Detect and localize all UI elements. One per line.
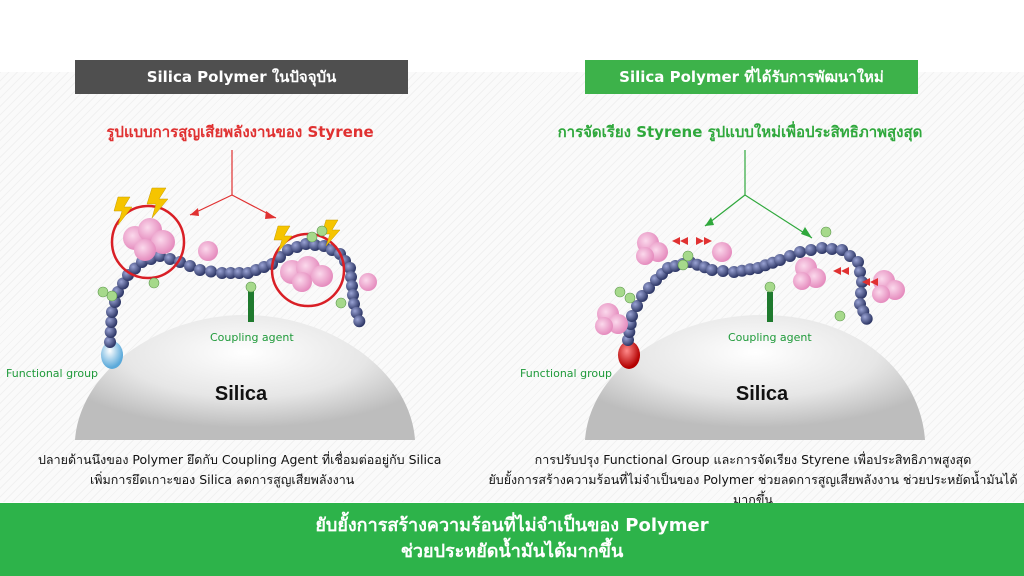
silica-label-right: Silica [736, 383, 789, 405]
new-polymer-header: Silica Polymer ที่ได้รับการพัฒนาใหม่ [585, 60, 918, 94]
polymer-bead [353, 315, 366, 328]
polymer-bead [216, 267, 228, 279]
energy-loss-circle-left [110, 204, 186, 280]
polymer-bead [774, 254, 786, 266]
polymer-bead [717, 265, 729, 277]
polymer-bead [643, 282, 655, 294]
styrene-unit-right-3 [712, 242, 732, 262]
polymer-bead [224, 267, 237, 279]
polymer-bead [805, 244, 817, 256]
polymer-bead [104, 326, 117, 338]
side-groups-right [614, 226, 846, 322]
styrene-cluster-right-5 [872, 270, 905, 303]
coupling-agent-label-right: Coupling agent [728, 331, 812, 344]
polymer-bead [826, 243, 838, 255]
polymer-bead [205, 265, 217, 278]
benefit-banner: ยับยั้งการสร้างความร้อนที่ไม่จำเป็นของ P… [0, 503, 1024, 576]
description-line: การปรับปรุง Functional Group และการจัดเร… [534, 452, 972, 467]
polymer-bead [194, 264, 206, 276]
energy-loss-subtitle: รูปแบบการสูญเสียพลังงานของ Styrene [106, 123, 374, 141]
polymer-bead [860, 312, 873, 325]
repel-arrows-right [672, 237, 878, 286]
lightning-icon [113, 187, 341, 253]
styrene-cluster-right-2 [595, 303, 628, 335]
new-polymer-description: การปรับปรุง Functional Group และการจัดเร… [482, 450, 1024, 510]
functional-group-label-left: Functional group [6, 367, 98, 380]
arrangement-indicator-lines-right [704, 150, 813, 239]
banner-line: ช่วยประหยัดน้ำมันได้มากขึ้น [400, 541, 624, 562]
polymer-bead [816, 242, 828, 254]
polymer-bead [636, 290, 648, 302]
coupling-agent-stem-right [767, 292, 773, 322]
coupling-agent-stem-left [248, 290, 254, 322]
polymer-bead [631, 300, 643, 312]
loss-indicator-lines-left [189, 150, 277, 219]
polymer-bead [104, 336, 116, 348]
current-polymer-description: ปลายด้านนึงของ Polymer ยึดกับ Coupling A… [38, 450, 441, 490]
polymer-bead [345, 271, 357, 283]
current-polymer-header: Silica Polymer ในปัจจุบัน [75, 60, 408, 94]
coupling-agent-label-left: Coupling agent [210, 331, 294, 344]
polymer-bead [344, 262, 356, 274]
description-line: เพิ่มการยึดเกาะของ Silica ลดการสูญเสียพล… [90, 472, 355, 487]
styrene-cluster-right-1 [636, 232, 668, 265]
side-groups-left [97, 225, 347, 309]
functional-group-right [618, 341, 640, 369]
polymer-bead [794, 246, 806, 258]
styrene-unit-left-2 [198, 241, 218, 261]
silica-sphere-right [585, 315, 925, 440]
silica-sphere-left [75, 315, 415, 440]
silica-label-left: Silica [215, 383, 268, 405]
styrene-cluster-right-4 [793, 257, 826, 290]
polymer-bead [852, 256, 864, 268]
styrene-unit-left-4 [359, 273, 377, 291]
polymer-bead [346, 280, 358, 292]
functional-group-label-right: Functional group [520, 367, 612, 380]
styrene-cluster-left-1 [123, 218, 175, 261]
new-arrangement-subtitle: การจัดเรียง Styrene รูปแบบใหม่เพื่อประสิ… [557, 123, 923, 141]
polymer-chain-right [622, 242, 873, 346]
polymer-bead [106, 306, 118, 318]
polymer-bead [626, 310, 638, 322]
polymer-bead [347, 289, 359, 301]
polymer-bead [854, 266, 866, 278]
polymer-bead [184, 260, 196, 272]
functional-group-left [101, 341, 123, 369]
styrene-cluster-left-3 [280, 256, 333, 292]
polymer-bead [233, 267, 246, 279]
polymer-bead [784, 250, 796, 262]
polymer-bead [706, 264, 718, 276]
polymer-bead [855, 287, 867, 299]
polymer-bead [164, 253, 176, 265]
banner-line: ยับยั้งการสร้างความร้อนที่ไม่จำเป็นของ P… [315, 515, 709, 536]
polymer-bead [105, 316, 118, 328]
description-line: ปลายด้านนึงของ Polymer ยึดกับ Coupling A… [38, 452, 442, 467]
